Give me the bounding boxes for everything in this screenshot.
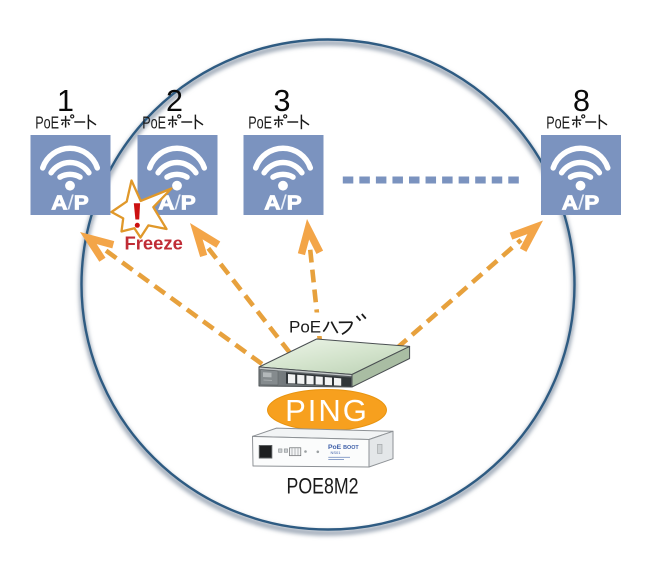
svg-text:3: 3 [274, 84, 291, 118]
svg-text:PoE BOOT: PoE BOOT [328, 444, 359, 451]
svg-text:PoE: PoE [289, 317, 321, 336]
svg-text:1: 1 [57, 84, 74, 118]
svg-text:2: 2 [166, 84, 183, 118]
svg-text:NS01: NS01 [331, 450, 342, 455]
svg-text:Freeze: Freeze [124, 233, 183, 254]
svg-text:POE8M2: POE8M2 [287, 474, 359, 499]
svg-text:8: 8 [573, 84, 590, 118]
svg-text:PING: PING [285, 393, 369, 428]
svg-text:PoE: PoE [35, 112, 59, 132]
